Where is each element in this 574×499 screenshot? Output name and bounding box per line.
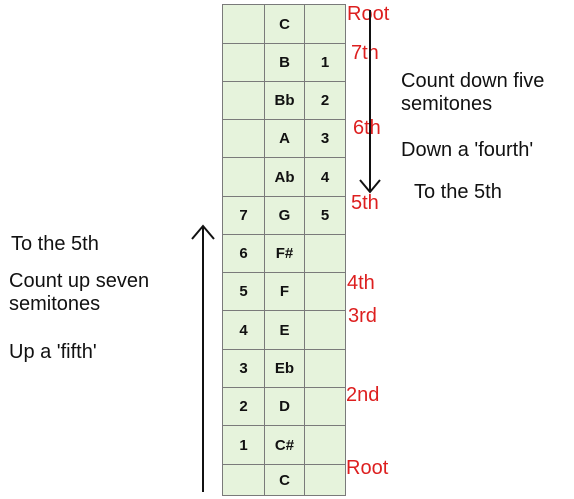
down-fourth-label: Down a 'fourth' — [401, 139, 534, 161]
note-cell: B — [265, 44, 305, 82]
left-count-cell: 4 — [223, 311, 265, 350]
count-down-line1: Count down five — [401, 70, 545, 92]
interval-label: 2nd — [346, 384, 380, 406]
right-count-cell: 5 — [305, 197, 345, 235]
right-count-cell — [305, 426, 345, 465]
note-cell: Ab — [265, 158, 305, 197]
right-count-cell — [305, 465, 345, 495]
left-count-cell — [223, 5, 265, 44]
interval-label: 4th — [347, 272, 375, 294]
note-cell: Eb — [265, 350, 305, 388]
note-cell: C — [265, 5, 305, 44]
note-cell: E — [265, 311, 305, 350]
left-count-cell: 3 — [223, 350, 265, 388]
note-cell: A — [265, 120, 305, 158]
down-arrow — [359, 10, 381, 194]
note-cell: Bb — [265, 82, 305, 120]
left-count-cell: 5 — [223, 273, 265, 311]
right-count-cell: 1 — [305, 44, 345, 82]
right-count-cell — [305, 350, 345, 388]
right-count-cell — [305, 388, 345, 426]
right-count-cell — [305, 273, 345, 311]
left-count-cell: 1 — [223, 426, 265, 465]
note-cell: G — [265, 197, 305, 235]
interval-label: 7th — [351, 42, 379, 64]
left-count-cell: 6 — [223, 235, 265, 273]
interval-label: 3rd — [348, 305, 377, 327]
right-count-cell — [305, 5, 345, 44]
right-count-cell: 4 — [305, 158, 345, 197]
left-count-cell — [223, 158, 265, 197]
left-count-cell: 7 — [223, 197, 265, 235]
interval-label: Root — [347, 3, 390, 25]
left-to-fifth-label: To the 5th — [11, 233, 99, 255]
left-count-cell: 2 — [223, 388, 265, 426]
count-up-line2: semitones — [9, 293, 101, 315]
left-count-cell — [223, 82, 265, 120]
note-cell: F — [265, 273, 305, 311]
right-count-cell — [305, 311, 345, 350]
left-count-cell — [223, 120, 265, 158]
interval-label: 6th — [353, 117, 381, 139]
right-count-cell — [305, 235, 345, 273]
right-count-cell: 3 — [305, 120, 345, 158]
note-cell: F# — [265, 235, 305, 273]
interval-label: Root — [346, 457, 389, 479]
right-to-fifth-label: To the 5th — [414, 181, 502, 203]
count-down-line2: semitones — [401, 93, 493, 115]
up-fifth-label: Up a 'fifth' — [9, 341, 97, 363]
interval-label: 5th — [351, 192, 379, 214]
note-cell: C# — [265, 426, 305, 465]
count-up-line1: Count up seven — [9, 270, 150, 292]
right-count-cell: 2 — [305, 82, 345, 120]
left-count-cell — [223, 44, 265, 82]
left-count-cell — [223, 465, 265, 495]
note-cell: D — [265, 388, 305, 426]
note-cell: C — [265, 465, 305, 495]
up-arrow — [191, 224, 215, 492]
